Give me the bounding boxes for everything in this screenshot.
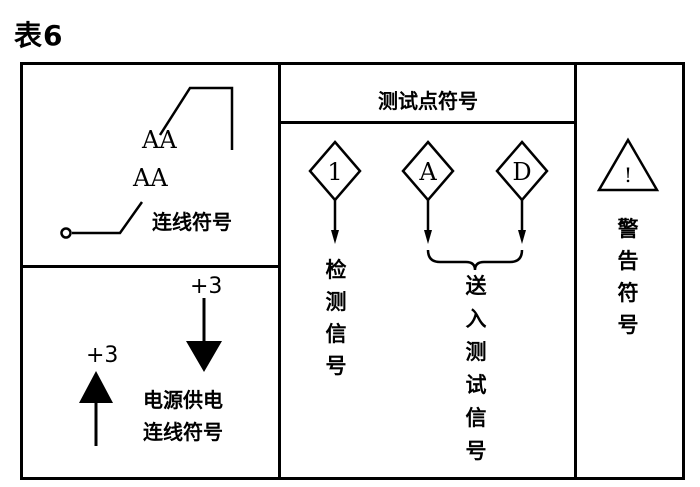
warning-exclamation: ! <box>623 163 633 187</box>
warning-triangle-icon <box>596 137 660 192</box>
diamond-d-label: D <box>512 158 532 186</box>
send-arrow-a-icon <box>424 200 432 244</box>
detect-arrow-icon <box>331 200 339 244</box>
power-down-value: +3 <box>190 274 223 299</box>
detect-signal-label: 检 测 信 号 <box>324 254 348 382</box>
send-test-signal-label: 送 入 测 试 信 号 <box>464 270 488 468</box>
symbol-table <box>20 62 685 480</box>
diamond-1-label: 1 <box>327 158 343 186</box>
power-up-value: +3 <box>86 343 119 368</box>
divider-left <box>278 62 281 480</box>
connection-text-lower: AA <box>133 164 168 192</box>
send-char: 试 <box>465 373 487 397</box>
send-char: 测 <box>465 340 487 364</box>
test-point-header: 测试点符号 <box>378 89 478 113</box>
send-brace-icon <box>426 249 524 271</box>
detect-char: 测 <box>325 290 347 314</box>
warning-char: 告 <box>617 249 639 273</box>
diamond-a-label: A <box>419 158 437 186</box>
divider-right <box>574 62 577 480</box>
power-down-arrow-icon <box>186 298 222 372</box>
send-char: 号 <box>465 439 487 463</box>
warning-char: 符 <box>617 281 639 305</box>
power-up-arrow-icon <box>79 371 113 446</box>
detect-char: 号 <box>325 354 347 378</box>
table-title: 表6 <box>14 19 64 52</box>
power-label-line1: 电源供电 <box>143 388 223 412</box>
detect-char: 信 <box>325 322 347 346</box>
divider-header <box>280 121 576 124</box>
warning-char: 警 <box>617 217 639 241</box>
send-char: 入 <box>465 307 487 331</box>
warning-label: 警 告 符 号 <box>616 213 640 341</box>
send-arrow-d-icon <box>518 200 526 244</box>
warning-char: 号 <box>617 313 639 337</box>
power-label-line2: 连线符号 <box>143 420 223 444</box>
connection-text-upper: AA <box>142 126 177 154</box>
connection-line-icon <box>60 86 234 239</box>
send-char: 送 <box>465 274 487 298</box>
divider-left-horizontal <box>20 265 280 268</box>
connection-label: 连线符号 <box>152 210 232 234</box>
detect-char: 检 <box>325 258 347 282</box>
send-char: 信 <box>465 406 487 430</box>
